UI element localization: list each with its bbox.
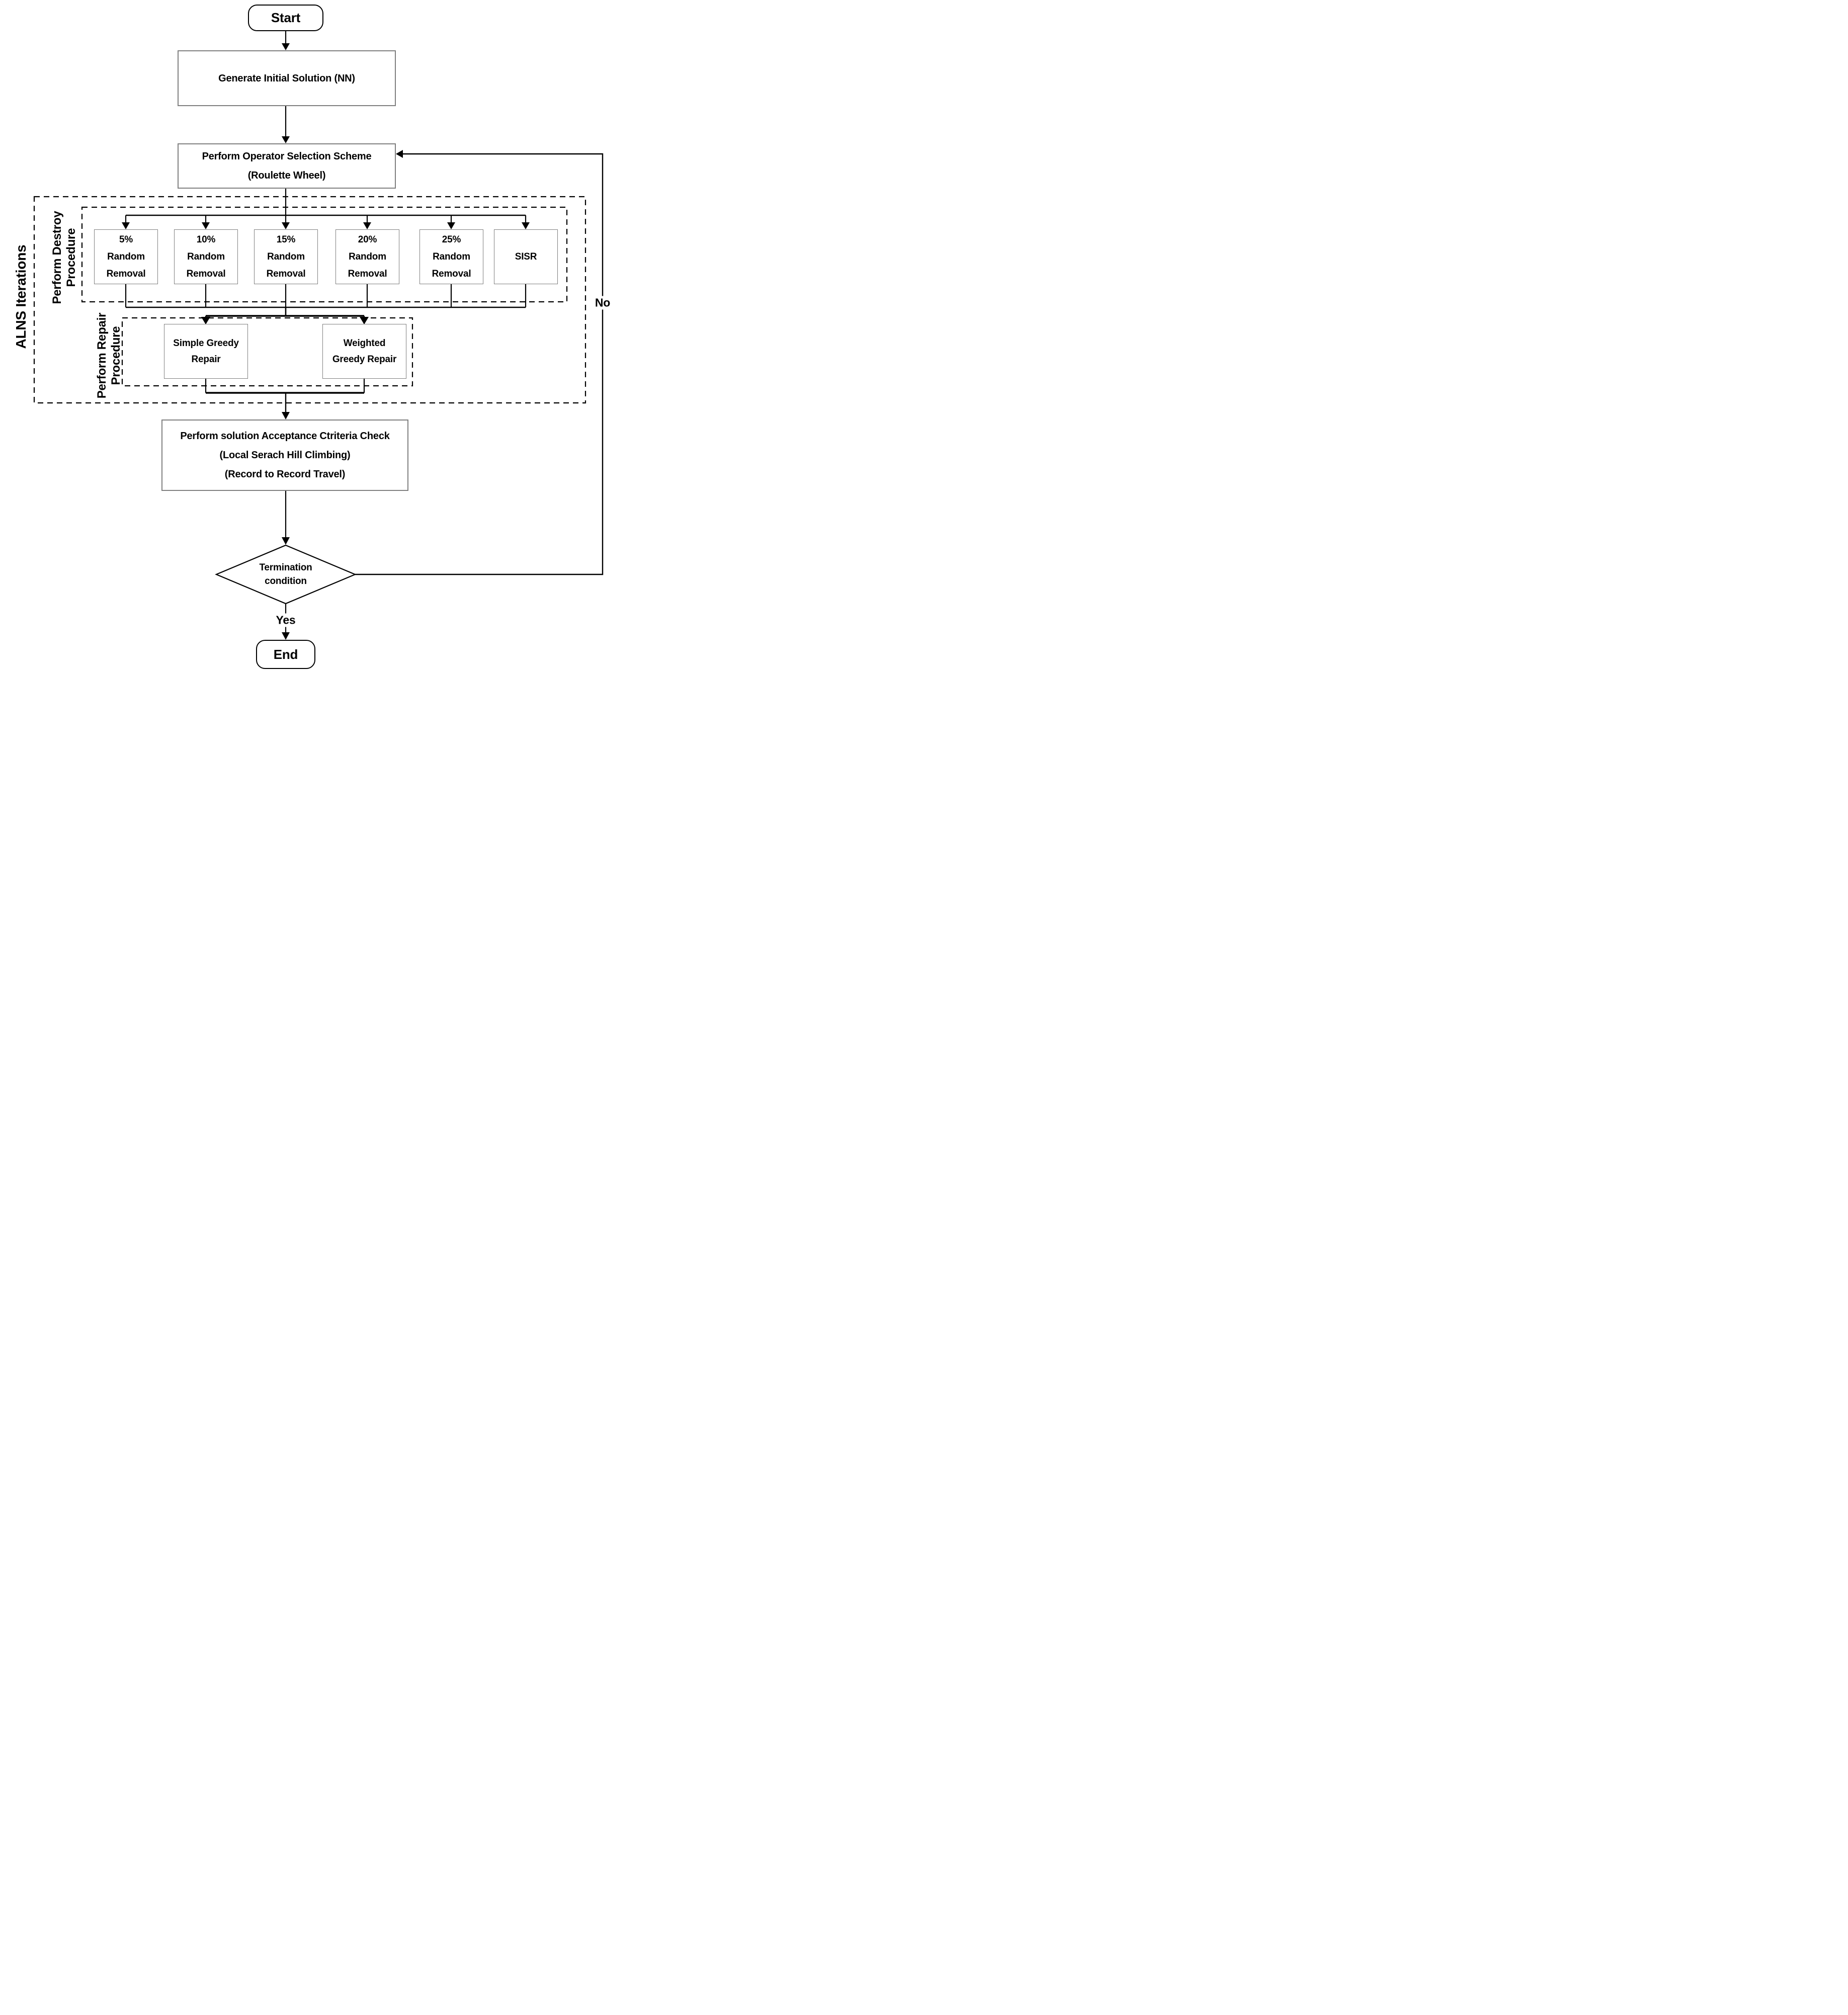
operator-selection-line2: (Roulette Wheel) [247, 170, 326, 181]
destroy-25-line1: 25% [442, 234, 461, 245]
acceptance-criteria-node: Perform solution Acceptance Ctriteria Ch… [161, 419, 408, 491]
generate-initial-solution-label: Generate Initial Solution (NN) [218, 72, 355, 84]
generate-initial-solution-node: Generate Initial Solution (NN) [178, 50, 396, 106]
arrowhead-destroy-20 [363, 222, 371, 229]
destroy-10-line3: Removal [186, 268, 226, 279]
acceptance-line2: (Local Serach Hill Climbing) [219, 450, 351, 461]
acceptance-line3: (Record to Record Travel) [224, 469, 346, 480]
repair-procedure-line1: Perform Repair [95, 312, 109, 399]
termination-line1: Termination [259, 562, 312, 573]
destroy-20-line3: Removal [348, 268, 387, 279]
edge-no-loop [355, 153, 604, 575]
destroy-10-line1: 10% [196, 234, 216, 245]
acceptance-line1: Perform solution Acceptance Ctriteria Ch… [180, 431, 390, 442]
destroy-20-line2: Random [349, 251, 386, 262]
arrowhead-no-loop [396, 150, 403, 158]
repair-simple-line2: Repair [191, 354, 221, 365]
arrowhead-termination [282, 537, 290, 545]
end-node: End [256, 640, 315, 669]
repair-procedure-dashed-region [121, 317, 413, 387]
destroy-20-line1: 20% [358, 234, 377, 245]
destroy-25-line2: Random [433, 251, 470, 262]
arrowhead-destroy-sisr [522, 222, 530, 229]
destroy-node-20pct: 20% Random Removal [335, 229, 399, 284]
destroy-procedure-label: Perform Destroy Procedure [50, 211, 78, 304]
termination-condition-label: Termination condition [259, 561, 312, 588]
start-label: Start [271, 10, 301, 25]
flowchart-canvas: Start Generate Initial Solution (NN) Per… [0, 0, 616, 671]
operator-selection-line1: Perform Operator Selection Scheme [202, 151, 372, 162]
repair-procedure-label: Perform Repair Procedure [95, 313, 123, 399]
start-node: Start [248, 5, 323, 31]
destroy-procedure-line2: Procedure [64, 228, 78, 287]
alns-iterations-label: ALNS Iterations [13, 244, 29, 349]
destroy-15-line1: 15% [276, 234, 296, 245]
arrowhead-end [282, 632, 290, 640]
no-edge-label: No [592, 296, 613, 310]
repair-node-weighted-greedy: Weighted Greedy Repair [322, 324, 406, 379]
destroy-5-line2: Random [107, 251, 145, 262]
arrowhead-destroy-5 [122, 222, 130, 229]
destroy-procedure-line1: Perform Destroy [50, 211, 64, 304]
arrowhead-operator [282, 136, 290, 143]
operator-selection-node: Perform Operator Selection Scheme (Roule… [178, 143, 396, 189]
destroy-10-line2: Random [187, 251, 225, 262]
destroy-5-line3: Removal [106, 268, 146, 279]
destroy-node-sisr: SISR [494, 229, 558, 284]
arrowhead-destroy-25 [447, 222, 455, 229]
repair-procedure-line2: Procedure [109, 326, 123, 385]
arrowhead-generate [282, 43, 290, 50]
connector-layer [33, 31, 604, 640]
destroy-procedure-dashed-region [81, 206, 568, 303]
end-label: End [273, 646, 298, 662]
arrowhead-repair-simple [201, 317, 210, 324]
destroy-15-line2: Random [267, 251, 305, 262]
termination-line2: condition [265, 576, 307, 586]
repair-weighted-line1: Weighted [343, 338, 386, 349]
repair-simple-line1: Simple Greedy [173, 338, 239, 349]
destroy-node-10pct: 10% Random Removal [174, 229, 238, 284]
arrowhead-repair-weighted [360, 317, 369, 324]
repair-node-simple-greedy: Simple Greedy Repair [164, 324, 248, 379]
destroy-5-line1: 5% [119, 234, 133, 245]
destroy-25-line3: Removal [432, 268, 471, 279]
arrowhead-destroy-10 [202, 222, 210, 229]
destroy-node-5pct: 5% Random Removal [94, 229, 158, 284]
repair-weighted-line2: Greedy Repair [332, 354, 397, 365]
alns-iterations-dashed-region [33, 196, 586, 404]
arrowhead-acceptance [282, 412, 290, 419]
destroy-15-line3: Removal [266, 268, 306, 279]
destroy-node-25pct: 25% Random Removal [419, 229, 483, 284]
destroy-node-15pct: 15% Random Removal [254, 229, 318, 284]
arrowhead-destroy-15 [282, 222, 290, 229]
destroy-sisr-label: SISR [515, 251, 537, 262]
yes-edge-label: Yes [273, 613, 298, 627]
